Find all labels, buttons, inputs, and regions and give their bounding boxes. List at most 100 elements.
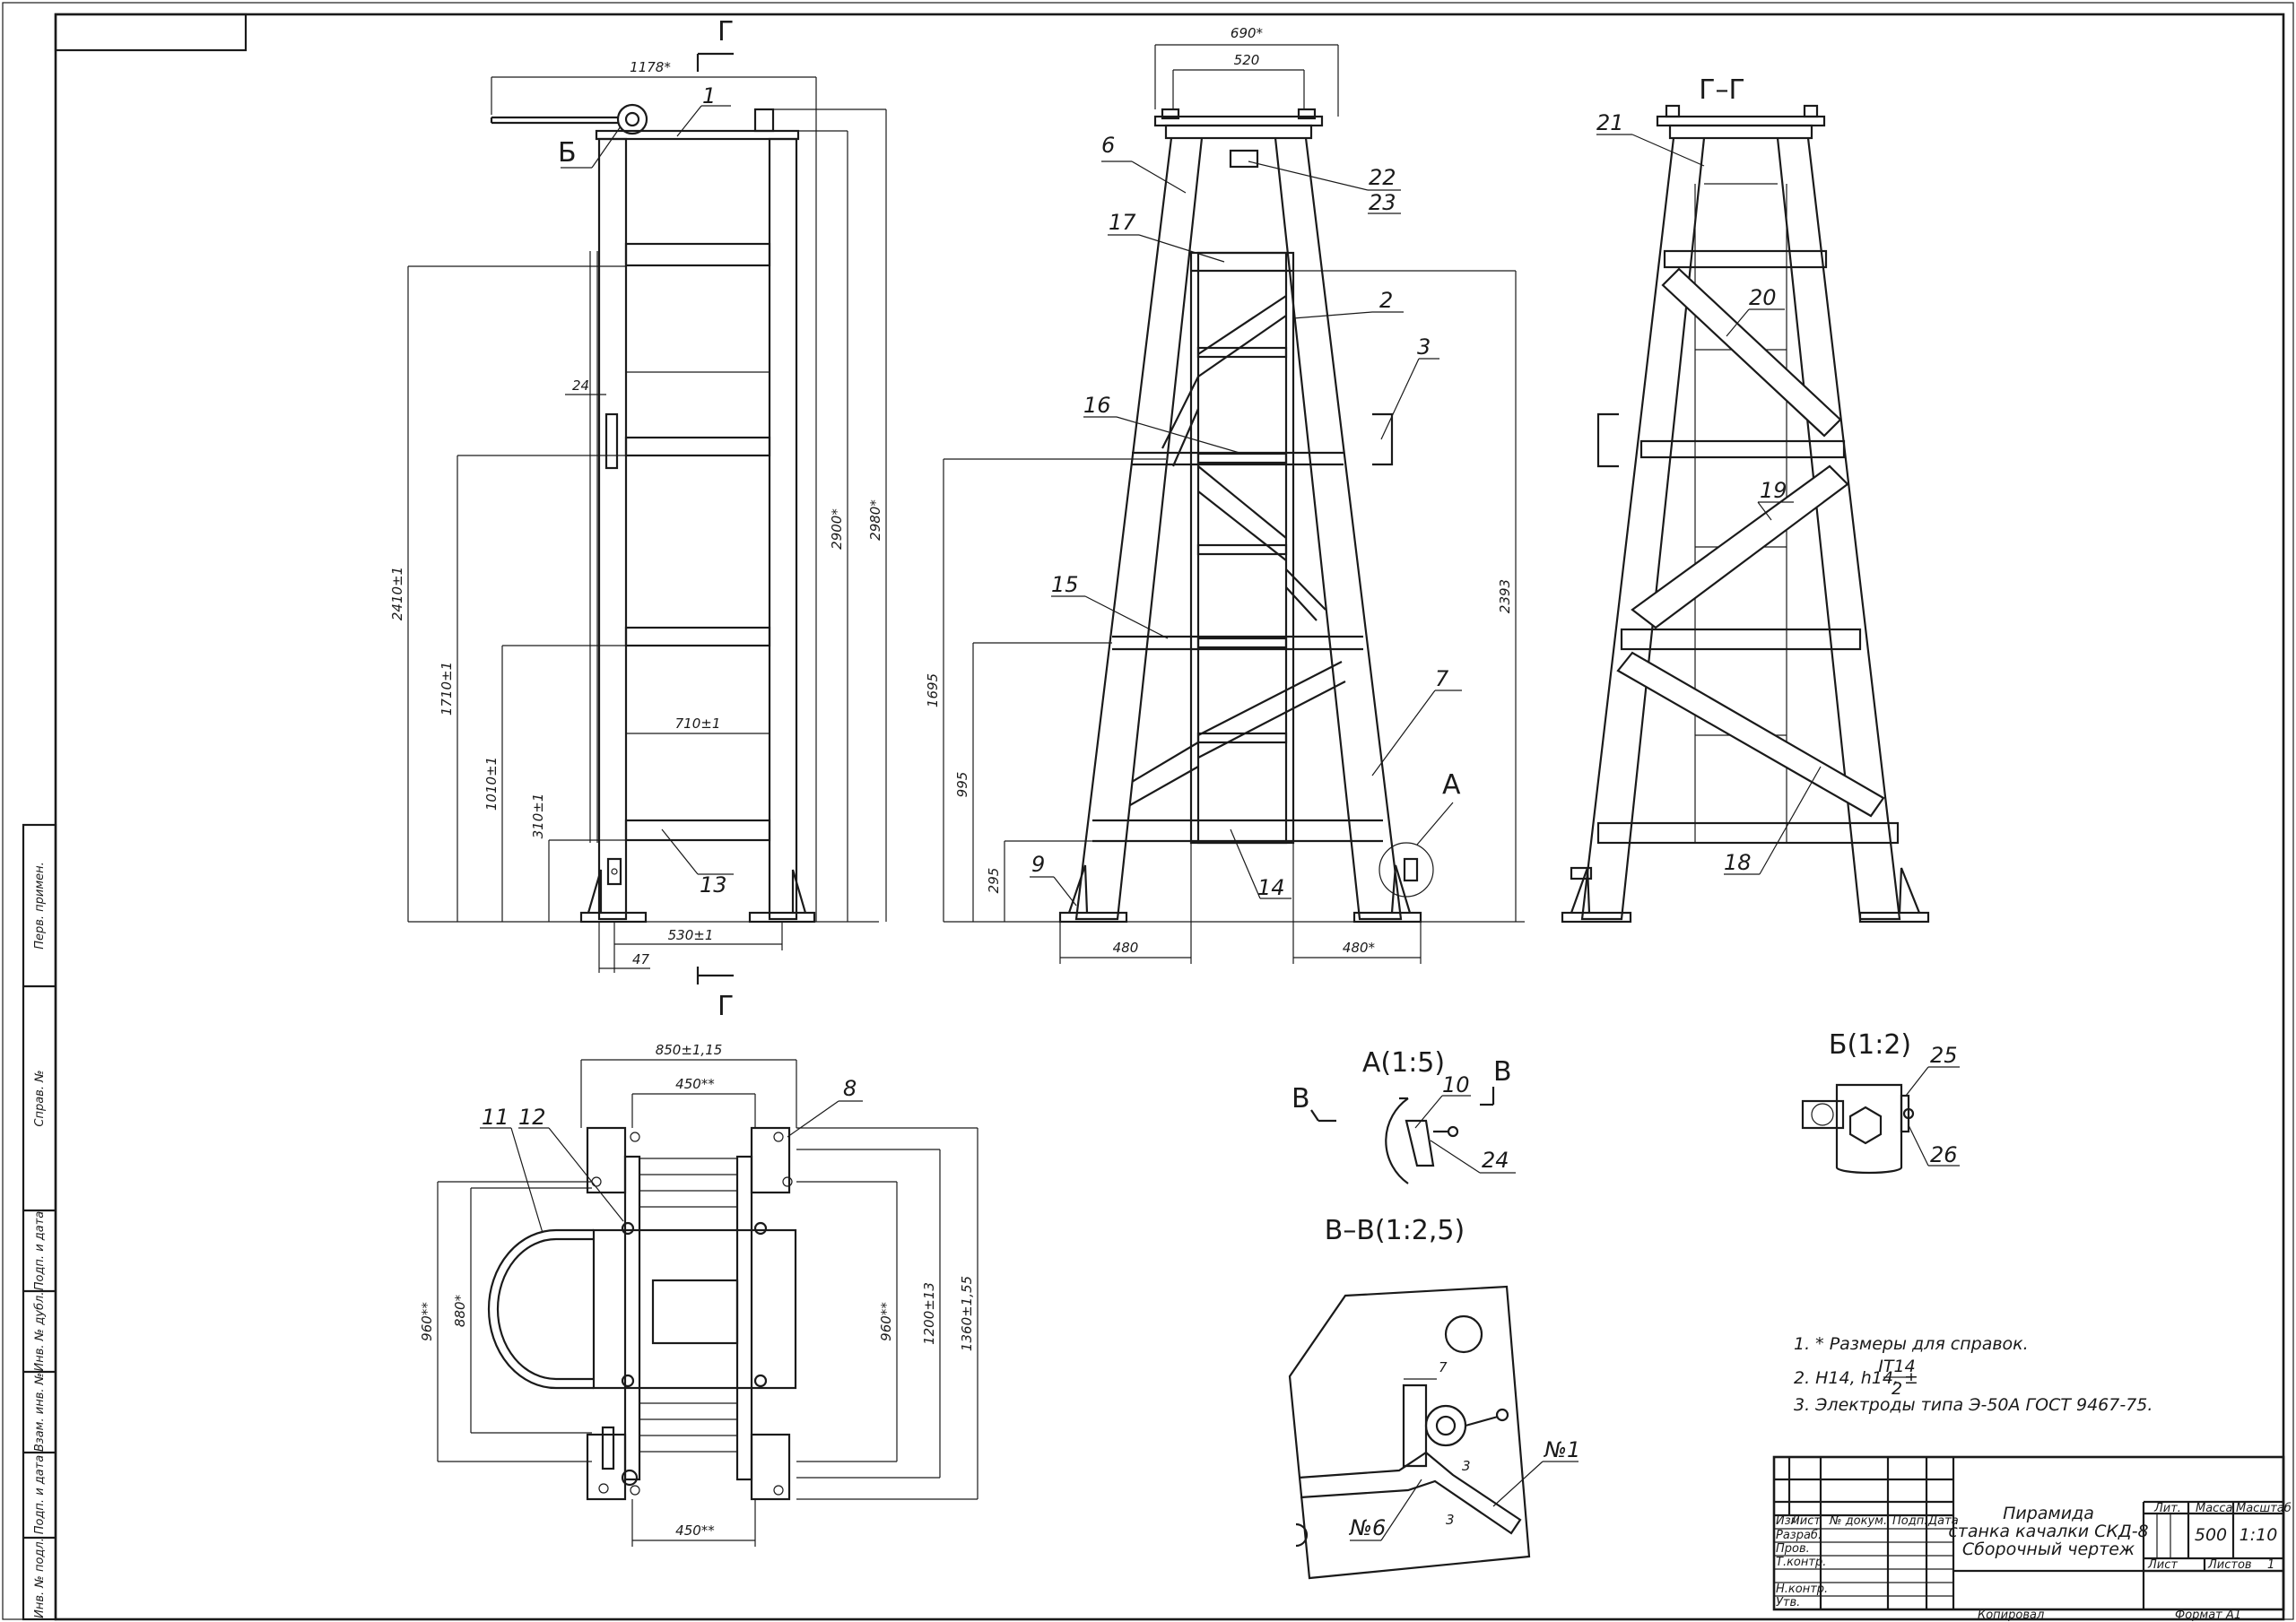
tb-title-2: станка качалки СКД-8 <box>1948 1522 2148 1541</box>
tb-hdr-data: Дата <box>1927 1514 1959 1528</box>
dim-480-right: 480* <box>1343 940 1376 956</box>
label-18: 18 <box>1724 850 1752 875</box>
side-stamp: Перв. примен. Справ. № Подп. и дата Инв.… <box>22 823 57 1621</box>
tb-nkontr: Н.контр. <box>1776 1583 1828 1596</box>
note-2: 2. H14, h14, ± <box>1794 1368 1918 1388</box>
tb-scale-value: 1:10 <box>2239 1525 2278 1545</box>
label-20: 20 <box>1749 285 1777 310</box>
note-3: 3. Электроды типа Э-50А ГОСТ 9467-75. <box>1794 1395 2152 1415</box>
stamp-podp1: Подп. и дата <box>33 1211 47 1291</box>
dim-850: 850±1,15 <box>656 1042 723 1058</box>
tb-format-value: А1 <box>2225 1609 2241 1622</box>
label-19: 19 <box>1760 478 1787 503</box>
dim-1360: 1360±1,55 <box>959 1276 975 1351</box>
tb-tkontr: Т.контр. <box>1776 1556 1826 1569</box>
stamp-sprav: Справ. № <box>33 1070 47 1126</box>
dim-1710: 1710±1 <box>439 662 455 716</box>
dim-24: 24 <box>572 377 589 394</box>
tb-title-3: Сборочный чертеж <box>1962 1540 2135 1559</box>
tb-massa: Масса <box>2196 1502 2232 1515</box>
detail-a: А(1:5) В В 10 24 <box>1292 1047 1516 1184</box>
tb-title-1: Пирамида <box>2003 1504 2094 1523</box>
label-n1: №1 <box>1543 1437 1580 1462</box>
label-10: 10 <box>1442 1072 1470 1097</box>
label-8: 8 <box>843 1076 857 1101</box>
dim-690: 690* <box>1231 25 1264 41</box>
dim-1695: 1695 <box>925 673 941 707</box>
label-21: 21 <box>1596 110 1624 135</box>
note-2-numerator: IT14 <box>1878 1357 1915 1376</box>
stamp-podp2: Подп. и дата <box>33 1455 47 1535</box>
detail-b: Б(1:2) 25 26 <box>1801 1029 1960 1175</box>
dim-1010: 1010±1 <box>483 757 500 811</box>
label-1: 1 <box>702 83 716 108</box>
label-24: 24 <box>1482 1148 1509 1173</box>
detail-a-title: А(1:5) <box>1362 1047 1445 1079</box>
label-3: 3 <box>1417 334 1431 360</box>
stamp-vzam: Взам. инв. № <box>33 1373 47 1452</box>
front-view: 1178* Г 1 Б 2410±1 1710±1 1010±1 310±1 2… <box>389 16 887 1022</box>
tb-hdr-izm: Изм. <box>1776 1514 1804 1528</box>
stamp-perv: Перв. примен. <box>33 862 47 950</box>
title-block: Изм. Лист № докум. Подп. Дата Разраб. Пр… <box>1772 1455 2292 1622</box>
tb-sheet: Лист <box>2147 1558 2178 1572</box>
dim-2410: 2410±1 <box>389 567 405 620</box>
dim-995: 995 <box>954 772 970 798</box>
tb-hdr-list: Лист <box>1790 1514 1821 1528</box>
dim-7: 7 <box>1439 1359 1448 1375</box>
plan-view: 850±1,15 450** 450** 960** 880* 960** 12… <box>419 1042 978 1547</box>
label-a: А <box>1442 769 1461 801</box>
side-view: А 690* 520 1695 995 295 2393 480 480* 6 <box>925 25 1525 964</box>
label-17: 17 <box>1109 210 1136 235</box>
tb-sheets-value: 1 <box>2267 1558 2274 1572</box>
tb-masshtab: Масштаб <box>2236 1502 2292 1515</box>
section-gg: Г–Г 21 20 <box>1561 74 1930 924</box>
dim-520: 520 <box>1234 52 1260 68</box>
note-1: 1. * Размеры для справок. <box>1794 1334 2029 1354</box>
dim-2900: 2900* <box>829 508 845 550</box>
tb-mass-value: 500 <box>2195 1525 2227 1545</box>
tb-razrab: Разраб. <box>1776 1529 1822 1542</box>
dim-480-left: 480 <box>1113 940 1139 956</box>
label-25: 25 <box>1930 1043 1958 1068</box>
label-14: 14 <box>1257 875 1285 900</box>
stamp-dubl: Инв. № дубл. <box>33 1292 47 1372</box>
tb-format: Формат <box>2175 1609 2222 1622</box>
dim-1200: 1200±13 <box>921 1282 937 1345</box>
tb-prov: Пров. <box>1776 1542 1810 1556</box>
dim-3a: 3 <box>1462 1458 1471 1474</box>
dim-2980: 2980* <box>867 499 883 541</box>
label-26: 26 <box>1930 1142 1958 1167</box>
dim-880: 880* <box>452 1294 468 1327</box>
dim-295: 295 <box>986 868 1002 894</box>
dim-450-bottom: 450** <box>675 1522 715 1539</box>
label-16: 16 <box>1083 393 1111 418</box>
label-23: 23 <box>1369 190 1396 215</box>
section-vv: В–В(1:2,5) 7 3 3 №1 №6 <box>1288 1215 1580 1580</box>
label-2: 2 <box>1379 288 1393 313</box>
label-b: Б <box>558 137 577 169</box>
cut-v-left: В <box>1292 1083 1310 1115</box>
tb-sheets: Листов <box>2207 1558 2252 1572</box>
label-15: 15 <box>1051 572 1079 597</box>
dim-2393: 2393 <box>1497 579 1513 613</box>
dim-710: 710±1 <box>675 716 721 732</box>
tb-hdr-podp: Подп. <box>1892 1514 1927 1528</box>
dim-1178: 1178* <box>630 59 671 75</box>
label-11: 11 <box>482 1105 509 1130</box>
label-12: 12 <box>518 1105 546 1130</box>
dim-3b: 3 <box>1446 1512 1455 1528</box>
stamp-podl: Инв. № подл. <box>33 1538 47 1618</box>
tb-utv: Утв. <box>1776 1596 1800 1609</box>
label-9: 9 <box>1031 852 1045 877</box>
label-22: 22 <box>1369 165 1396 190</box>
label-7: 7 <box>1435 666 1449 691</box>
cut-g-bottom: Г <box>718 991 734 1022</box>
note-2-denominator: 2 <box>1892 1379 1902 1399</box>
section-vv-title: В–В(1:2,5) <box>1325 1215 1465 1246</box>
dim-530: 530±1 <box>668 927 714 943</box>
dim-47: 47 <box>632 951 650 967</box>
dim-310: 310±1 <box>530 794 546 839</box>
